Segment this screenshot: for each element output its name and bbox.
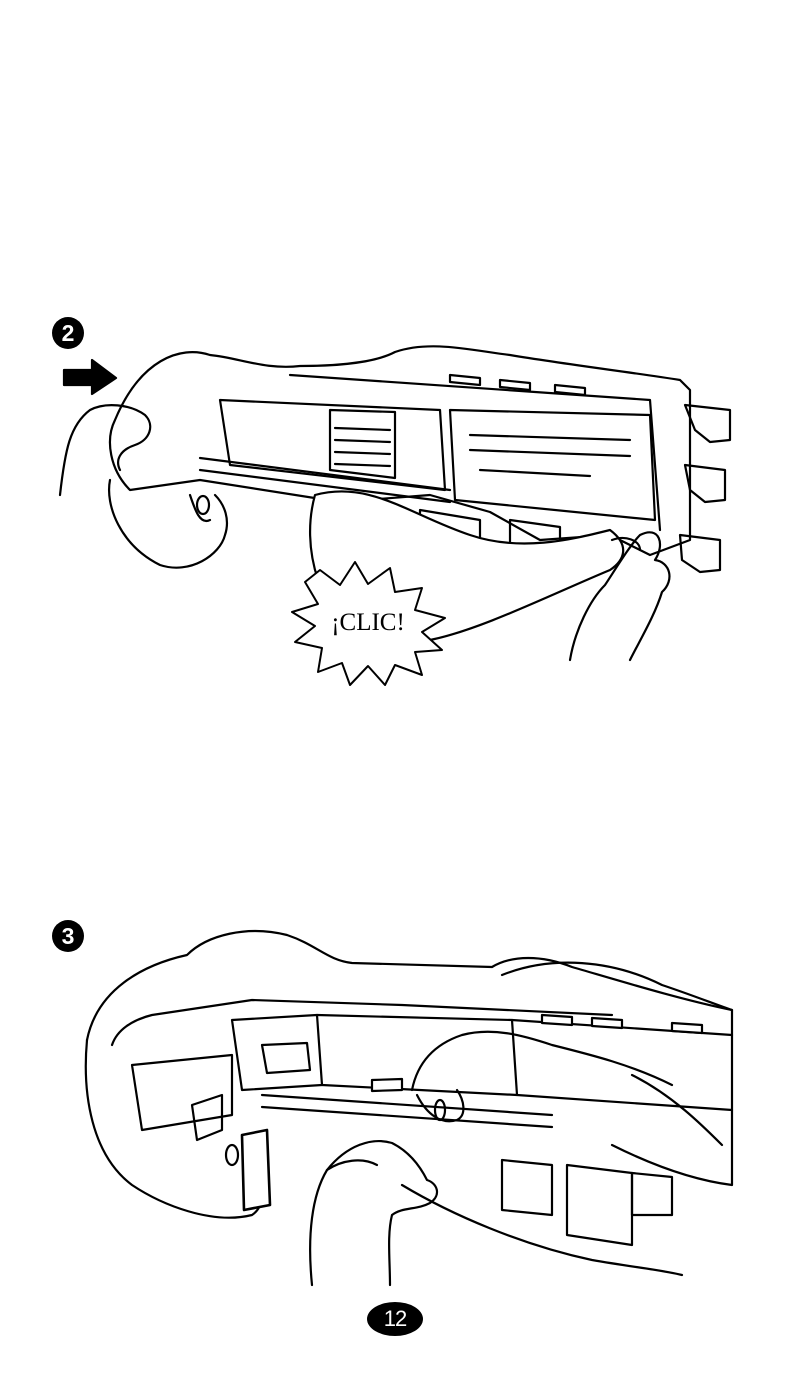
left-hand bbox=[60, 405, 227, 568]
seat-cover bbox=[502, 963, 732, 1185]
step-2-illustration: ¡CLIC! bbox=[50, 330, 740, 675]
lower-hand bbox=[310, 1141, 437, 1285]
seat-shell bbox=[86, 931, 732, 1275]
push-arrow-icon bbox=[64, 360, 116, 394]
step-3-illustration bbox=[72, 915, 740, 1285]
clic-callout: ¡CLIC! bbox=[331, 609, 405, 636]
page-number: 12 bbox=[367, 1302, 423, 1336]
